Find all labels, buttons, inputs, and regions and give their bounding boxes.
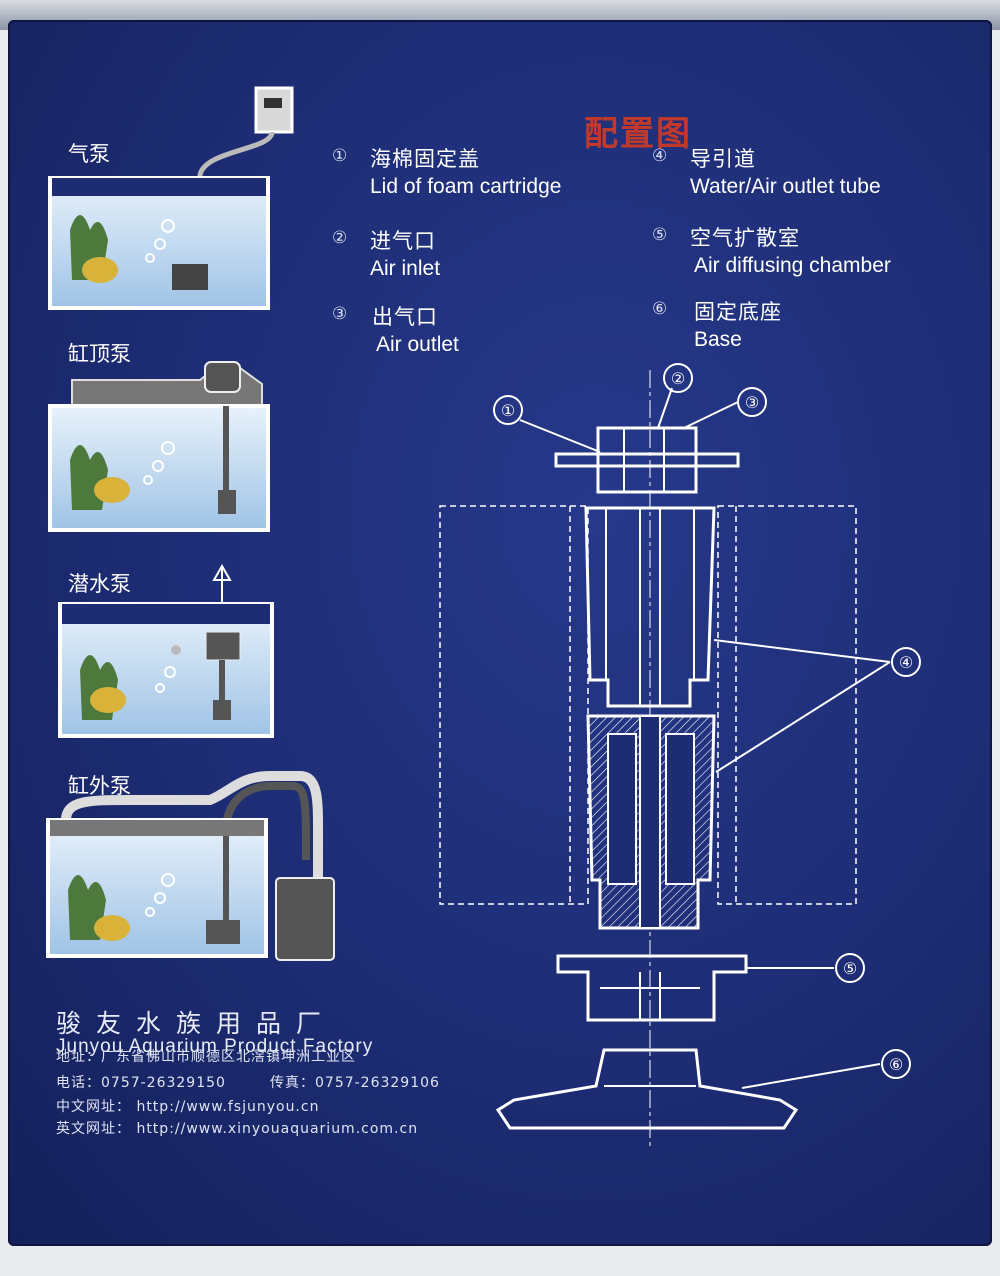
air-pump-scene (48, 86, 294, 310)
part-2-en: Air inlet (370, 257, 441, 280)
leader-1 (519, 419, 601, 453)
fish-icon (82, 257, 118, 283)
part-diffusing-chamber (556, 954, 748, 1022)
factory-address: 地址：广东省佛山市顺德区北滘镇坤洲工业区 (56, 1049, 356, 1065)
part-5-number: ⑤ (652, 225, 668, 245)
part-6-zh: 固定底座 (694, 300, 782, 324)
part-2-number: ② (332, 228, 348, 248)
airstone-icon (172, 264, 208, 290)
top-pump-scene (48, 361, 270, 532)
part-upper-tube (584, 506, 716, 708)
part-6-number: ⑥ (652, 299, 668, 319)
factory-web-en: 英文网址： http://www.xinyouaquarium.com.cn (56, 1121, 419, 1137)
foam-right-outline (717, 505, 857, 905)
leader-3 (683, 401, 739, 429)
part-1-en: Lid of foam cartridge (370, 175, 562, 198)
leader-2 (657, 387, 673, 429)
part-lid (554, 426, 740, 494)
part-4-en: Water/Air outlet tube (690, 175, 881, 198)
part-1-zh: 海棉固定盖 (370, 147, 480, 171)
air-hose (197, 131, 275, 240)
top-pump-motor (204, 361, 241, 393)
pump-label-submersible: 潜水泵 (68, 572, 131, 596)
pump-label-air: 气泵 (68, 142, 110, 166)
pump-label-external: 缸外泵 (68, 774, 131, 798)
leader-4a (713, 639, 891, 663)
factory-name-zh: 骏友水族用品厂 (56, 1009, 337, 1038)
tank-1-air-gap (52, 178, 266, 196)
part-5-en: Air diffusing chamber (694, 254, 891, 277)
part-5-zh: 空气扩散室 (690, 226, 800, 250)
submersible-pump-scene (58, 563, 274, 738)
callout-4: ④ (899, 653, 913, 672)
part-2-zh: 进气口 (370, 229, 436, 253)
callout-3: ③ (745, 393, 759, 412)
factory-phone: 电话：0757-26329150 (56, 1075, 226, 1091)
part-3-en: Air outlet (376, 333, 459, 356)
callout-1: ① (501, 401, 515, 420)
arrow-up-icon (212, 563, 232, 581)
part-3-zh: 出气口 (372, 305, 438, 329)
callout-5: ⑤ (843, 959, 857, 978)
part-4-zh: 导引道 (690, 147, 756, 171)
air-pump-dial-icon (264, 98, 282, 108)
part-3-number: ③ (332, 304, 348, 324)
part-4-number: ④ (652, 146, 668, 166)
part-6-en: Base (694, 328, 742, 351)
factory-web-cn: 中文网址： http://www.fsjunyou.cn (56, 1099, 320, 1115)
external-canister (275, 877, 335, 961)
factory-name-en: Junyou Aquarium Product Factory (56, 1036, 374, 1057)
foam-left-outline (439, 505, 589, 905)
factory-fax: 传真：0757-26329106 (270, 1075, 440, 1091)
part-base (495, 1048, 799, 1130)
part-1-number: ① (332, 146, 348, 166)
leader-6 (741, 1063, 881, 1089)
config-title: 配置图 (584, 114, 692, 154)
leader-4b (715, 661, 891, 773)
air-pump-device (254, 86, 294, 134)
external-hose-outer (61, 771, 323, 880)
callout-2: ② (671, 369, 685, 388)
callout-6: ⑥ (889, 1055, 903, 1074)
part-lower-tube (586, 714, 716, 930)
external-pump-scene (46, 771, 335, 961)
pump-label-top: 缸顶泵 (68, 342, 131, 366)
filter-exploded-diagram (439, 363, 921, 1150)
